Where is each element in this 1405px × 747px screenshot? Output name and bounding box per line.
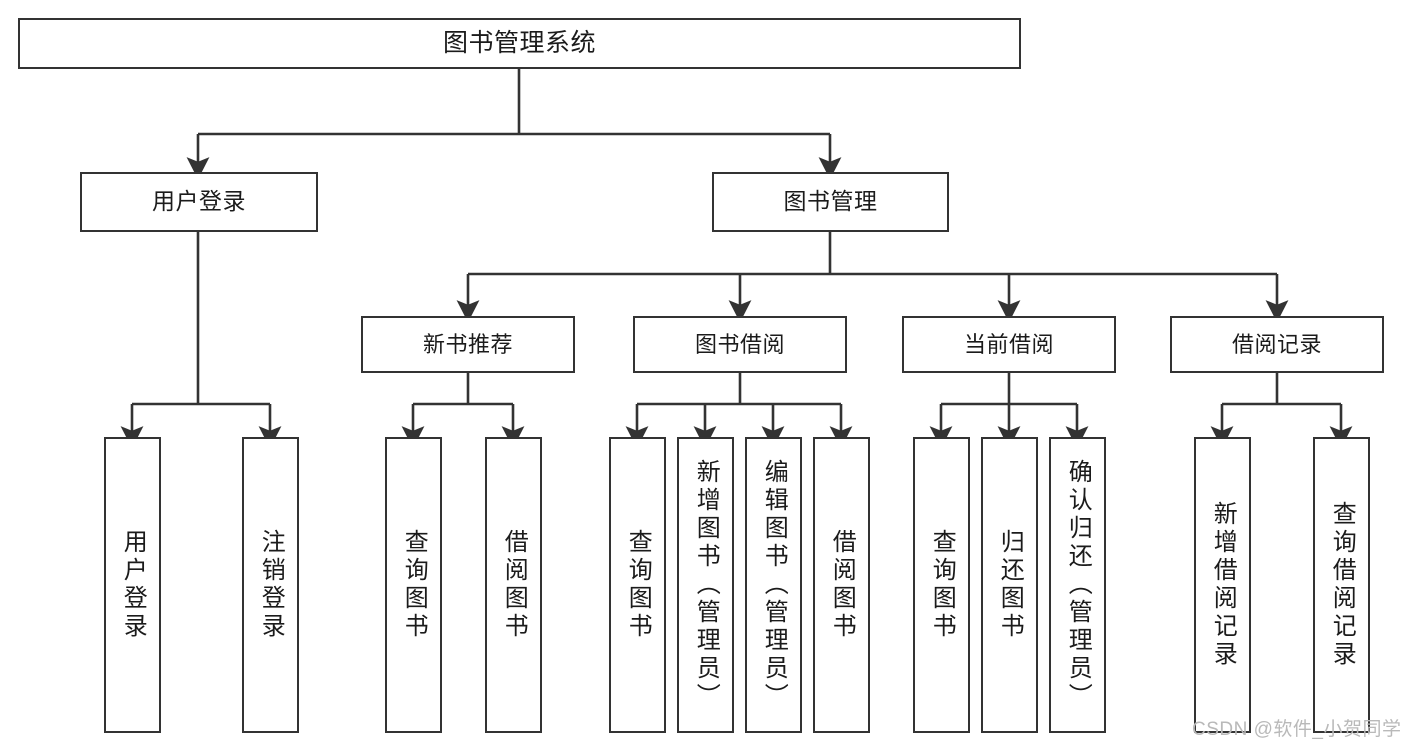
node-label: 查询图书 (928, 529, 956, 641)
leaf-query-book-current[interactable]: 查询图书 (913, 437, 970, 733)
leaf-add-book-admin[interactable]: 新增图书（管理员） (677, 437, 734, 733)
node-book-management-system[interactable]: 图书管理系统 (18, 18, 1021, 69)
connector-lines (120, 69, 1353, 449)
node-label: 借阅图书 (828, 529, 856, 641)
node-label: 确认归还（管理员） (1064, 459, 1092, 711)
node-label: 查询图书 (400, 529, 428, 641)
node-label: 编辑图书（管理员） (760, 459, 788, 711)
watermark: CSDN @软件_小贺同学 (1192, 719, 1402, 740)
leaf-edit-book-admin[interactable]: 编辑图书（管理员） (745, 437, 802, 733)
leaf-query-book-recommendation[interactable]: 查询图书 (385, 437, 442, 733)
node-label: 归还图书 (996, 529, 1024, 641)
node-label: 借阅记录 (1231, 331, 1322, 357)
leaf-confirm-return-admin[interactable]: 确认归还（管理员） (1049, 437, 1106, 733)
node-label: 图书借阅 (694, 331, 785, 357)
node-book-borrow[interactable]: 图书借阅 (633, 316, 847, 373)
node-label: 注销登录 (257, 529, 285, 641)
node-label: 用户登录 (119, 529, 147, 641)
node-label: 新增借阅记录 (1209, 501, 1237, 669)
node-label: 查询图书 (624, 529, 652, 641)
node-label: 用户登录 (152, 188, 246, 215)
leaf-user-logout[interactable]: 注销登录 (242, 437, 299, 733)
node-label: 查询借阅记录 (1328, 501, 1356, 669)
leaf-query-book-borrow[interactable]: 查询图书 (609, 437, 666, 733)
node-label: 新增图书（管理员） (692, 459, 720, 711)
node-book-management[interactable]: 图书管理 (712, 172, 949, 232)
node-label: 新书推荐 (422, 331, 513, 357)
node-borrow-record[interactable]: 借阅记录 (1170, 316, 1384, 373)
leaf-add-borrow-record[interactable]: 新增借阅记录 (1194, 437, 1251, 733)
node-new-book-recommendation[interactable]: 新书推荐 (361, 316, 575, 373)
node-label: 当前借阅 (963, 331, 1054, 357)
leaf-query-borrow-record[interactable]: 查询借阅记录 (1313, 437, 1370, 733)
node-current-borrow[interactable]: 当前借阅 (902, 316, 1116, 373)
leaf-borrow-book-recommendation[interactable]: 借阅图书 (485, 437, 542, 733)
node-user-login[interactable]: 用户登录 (80, 172, 318, 232)
node-label: 图书管理系统 (442, 28, 596, 57)
node-label: 图书管理 (783, 188, 878, 215)
leaf-borrow-book[interactable]: 借阅图书 (813, 437, 870, 733)
node-label: 借阅图书 (500, 529, 528, 641)
leaf-user-login[interactable]: 用户登录 (104, 437, 161, 733)
leaf-return-book[interactable]: 归还图书 (981, 437, 1038, 733)
